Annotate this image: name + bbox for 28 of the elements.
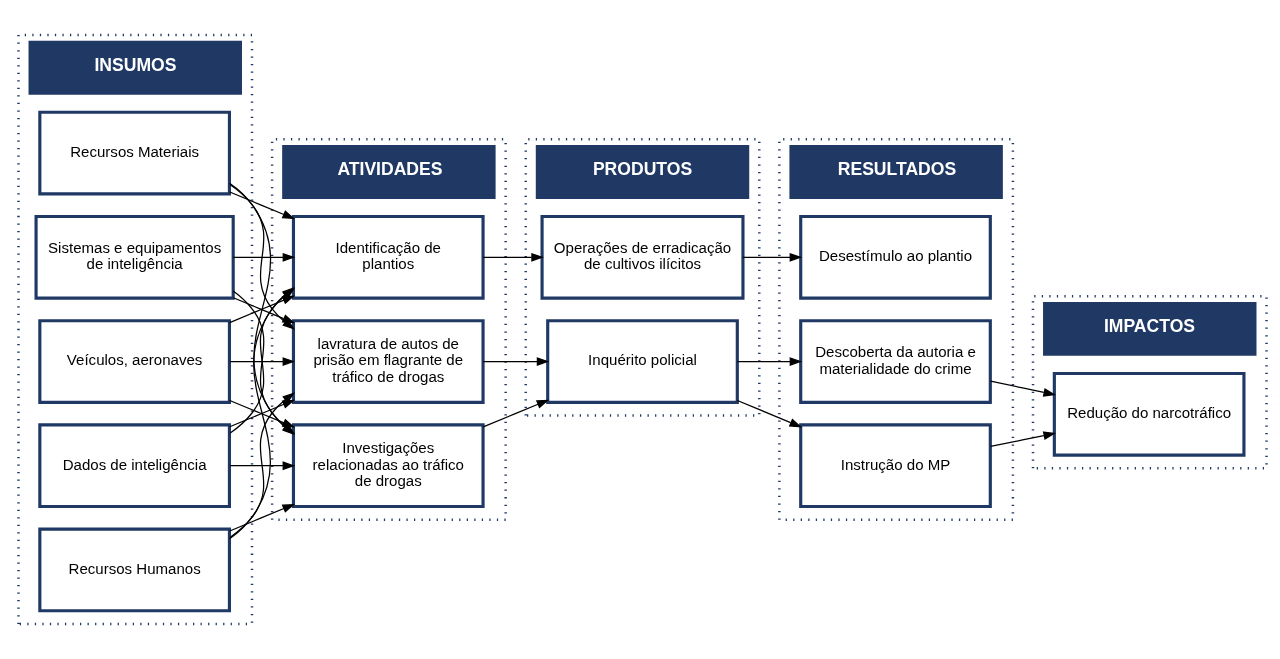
arrow	[736, 399, 803, 428]
node-box: Recursos Materiais	[38, 110, 231, 196]
arrow	[482, 357, 550, 366]
node-box: Inquérito policial	[546, 319, 739, 404]
node-box: Sistemas e equipamentos de inteligência	[34, 214, 235, 300]
node-box: Identificação de plantios	[291, 214, 485, 300]
arrow	[742, 252, 803, 262]
node-box: Desestímulo ao plantio	[799, 214, 992, 300]
node-box: Instrução do MP	[799, 423, 992, 509]
node-box: Redução do narcotráfico	[1052, 371, 1246, 457]
node-box: Operações de erradicação de cultivos ilícitos	[540, 214, 745, 300]
arrow	[232, 252, 296, 262]
arrow	[229, 357, 296, 366]
arrow	[229, 461, 296, 471]
arrow	[482, 252, 544, 262]
arrow	[229, 503, 295, 532]
node-box: Descoberta da autoria e materialidade do crime	[799, 319, 992, 404]
node-box: Investigações relacionadas ao tráfico de drogas	[291, 423, 485, 509]
node-box: Veículos, aeronaves	[38, 319, 231, 404]
arrow	[229, 399, 295, 428]
arrow	[482, 399, 550, 428]
arrow	[229, 191, 295, 220]
arrow	[990, 380, 1056, 397]
node-box: lavratura de autos de prisão em flagrante de tráfico de drogas	[291, 319, 485, 404]
arrow	[736, 357, 803, 366]
arrow	[990, 431, 1056, 448]
node-box: Recursos Humanos	[38, 527, 231, 613]
node-box: Dados de inteligência	[38, 423, 231, 509]
